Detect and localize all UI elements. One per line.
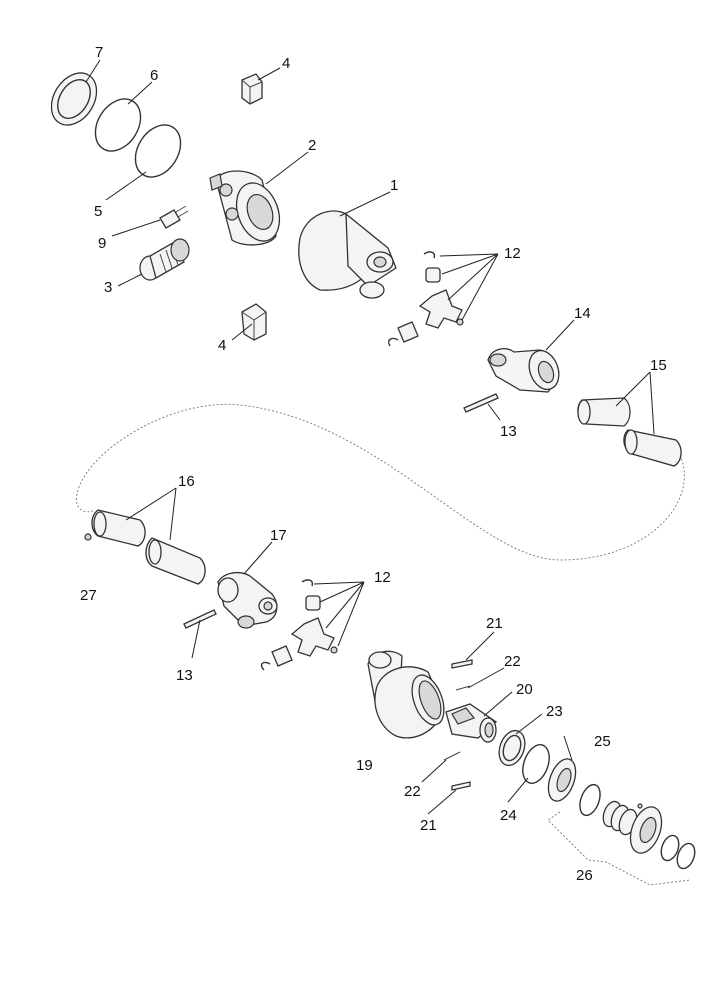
- callout-12-upper: 12: [504, 245, 521, 262]
- callout-27: 27: [80, 587, 97, 604]
- callout-labels: 7 6 5 4 2 1 9 3 4 12 14 15 13 16 17 12 2…: [80, 44, 667, 884]
- callout-20: 20: [516, 681, 533, 698]
- part-20-clutch-hub: [445, 703, 498, 743]
- callout-5: 5: [94, 203, 102, 220]
- part-12-lower-cross-kit: [260, 579, 338, 671]
- callout-26: 26: [576, 867, 593, 884]
- callout-15: 15: [650, 357, 667, 374]
- part-15-shaft-tubes: [577, 397, 682, 467]
- part-23-friction-ring-inner: [502, 734, 522, 762]
- callout-21-lower: 21: [420, 817, 437, 834]
- callout-7: 7: [95, 44, 103, 61]
- part-13-lower-roll-pin: [183, 609, 217, 629]
- callout-leader-lines: [85, 59, 655, 815]
- shaft-connection-dashed-line: [76, 403, 685, 561]
- part-3-spring-plunger: [139, 238, 190, 281]
- part-2-collar-housing: [209, 170, 281, 246]
- part-9-detent-pin: [159, 205, 189, 229]
- part-25-pressure-plate: [547, 758, 577, 802]
- part-19-outer-yoke: [367, 650, 445, 739]
- part-4-bottom-block: [241, 303, 267, 341]
- callout-4-bottom: 4: [218, 337, 226, 354]
- callout-12-lower: 12: [374, 569, 391, 586]
- part-13-upper-roll-pin: [463, 393, 499, 413]
- part-1-outer-yoke: [298, 210, 397, 299]
- callout-25: 25: [594, 733, 611, 750]
- callout-3: 3: [104, 279, 112, 296]
- callout-21-upper: 21: [486, 615, 503, 632]
- part-17-inner-yoke: [217, 571, 278, 629]
- callout-22-lower: 22: [404, 783, 421, 800]
- callout-13-lower: 13: [176, 667, 193, 684]
- part-4-top-block: [241, 73, 263, 105]
- part-5-o-ring: [134, 124, 182, 178]
- callout-1: 1: [390, 177, 398, 194]
- part-22-upper-clip: [455, 685, 471, 691]
- group-26-bracket: [547, 811, 691, 886]
- part-6-snap-ring: [94, 98, 142, 152]
- part-26-spring-pack: [579, 783, 696, 870]
- part-7-seal-ring: [50, 72, 98, 126]
- callout-17: 17: [270, 527, 287, 544]
- part-12-upper-cross-kit: [388, 251, 464, 347]
- part-16-shaft-tubes: [91, 509, 206, 585]
- part-14-inner-yoke: [487, 348, 560, 393]
- part-23-friction-ring: [498, 729, 526, 767]
- callout-22-upper: 22: [504, 653, 521, 670]
- part-21-upper-pin: [451, 659, 473, 669]
- part-21-lower-pin: [451, 781, 471, 791]
- part-22-lower-clip: [443, 751, 461, 761]
- callout-23: 23: [546, 703, 563, 720]
- callout-4-top: 4: [282, 55, 290, 72]
- callout-9: 9: [98, 235, 106, 252]
- callout-14: 14: [574, 305, 591, 322]
- callout-16: 16: [178, 473, 195, 490]
- part-27-grease-fitting: [84, 533, 92, 541]
- part-24-o-ring: [522, 744, 550, 784]
- callout-19: 19: [356, 757, 373, 774]
- callout-2: 2: [308, 137, 316, 154]
- callout-24: 24: [500, 807, 517, 824]
- callout-6: 6: [150, 67, 158, 84]
- callout-13-upper: 13: [500, 423, 517, 440]
